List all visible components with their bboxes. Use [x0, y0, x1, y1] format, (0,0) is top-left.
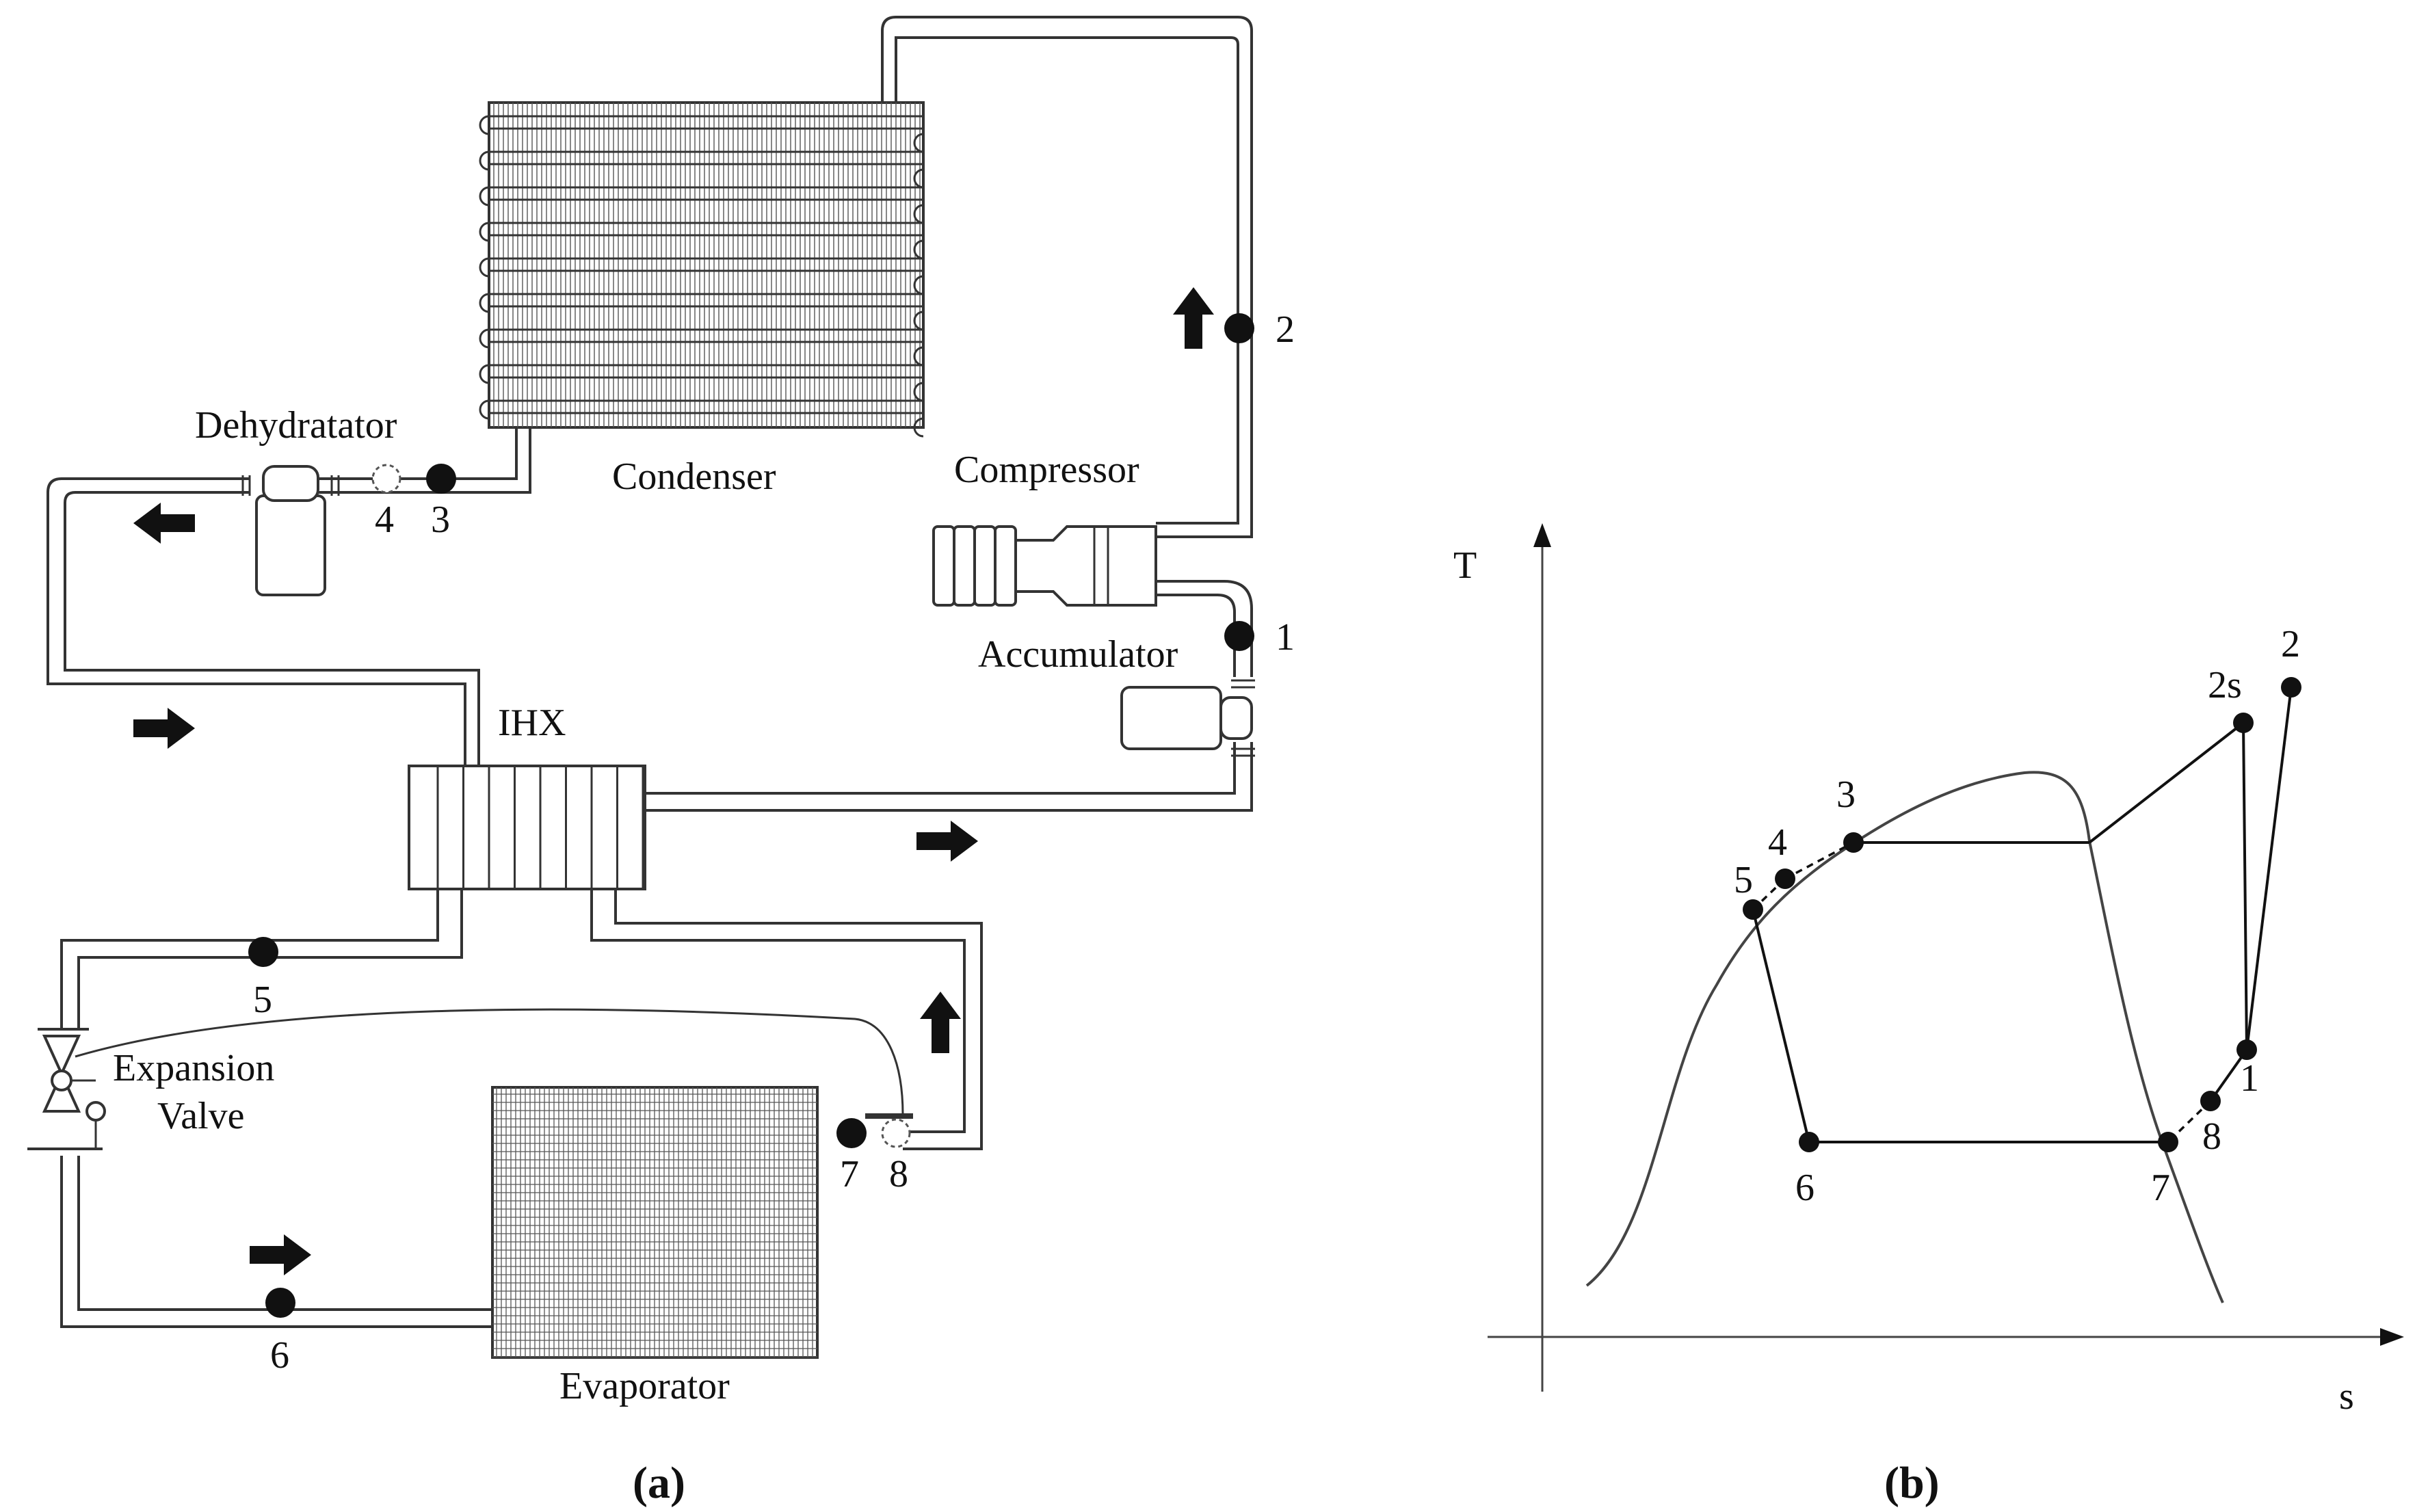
ts-point-2: [2281, 677, 2301, 698]
evaporator-label: Evaporator: [559, 1365, 730, 1407]
ts-label-3: 3: [1836, 773, 1856, 816]
ts-point-8: [2200, 1091, 2221, 1111]
ts-point-6: [1799, 1132, 1819, 1152]
state-point-4: [371, 464, 401, 494]
evaporator: Evaporator: [491, 1086, 819, 1407]
ts-point-4: [1775, 868, 1795, 889]
compressor: Compressor: [932, 449, 1157, 607]
ts-label-6: 6: [1795, 1167, 1814, 1209]
panel-a-circuit: Condenser Dehydratator Compressor: [27, 16, 1295, 1508]
ts-label-2s: 2s: [2208, 664, 2242, 706]
ts-label-8: 8: [2202, 1115, 2221, 1158]
ts-point-1: [2236, 1039, 2257, 1060]
t-axis-label: T: [1453, 544, 1477, 587]
accumulator: Accumulator: [978, 633, 1255, 757]
cycle-lines: [1752, 687, 2293, 1143]
ihx: IHX: [408, 702, 646, 890]
state-label-2: 2: [1276, 308, 1295, 351]
state-label-8: 8: [889, 1153, 908, 1195]
state-points-a: 4 3 2 1 5 6 7 8: [248, 308, 1295, 1377]
flow-arrow-up-icon: [920, 992, 961, 1053]
ts-label-7: 7: [2151, 1167, 2170, 1209]
s-axis-arrow-icon: [2380, 1328, 2404, 1346]
state-point-7: [836, 1118, 867, 1148]
expansion-valve-label-line2: Valve: [157, 1095, 245, 1137]
dehydrator: Dehydratator: [195, 404, 397, 596]
state-point-5: [248, 937, 278, 967]
pipes: [47, 16, 1253, 1328]
ts-label-5: 5: [1734, 859, 1753, 901]
ts-point-3: [1843, 832, 1864, 853]
condenser-label: Condenser: [612, 455, 776, 498]
flow-arrow-right-icon: [250, 1234, 311, 1275]
dehydrator-label: Dehydratator: [195, 404, 397, 447]
state-label-4: 4: [375, 499, 394, 541]
flow-arrow-right-icon: [916, 821, 978, 862]
state-point-8: [881, 1118, 911, 1148]
ts-point-2s: [2233, 713, 2254, 733]
expansion-valve-label-line1: Expansion: [113, 1047, 274, 1089]
state-point-1: [1224, 621, 1254, 651]
ts-label-2: 2: [2281, 623, 2300, 665]
ihx-label: IHX: [498, 702, 566, 744]
flow-arrow-right-icon: [133, 708, 195, 749]
state-label-7: 7: [840, 1153, 859, 1195]
ts-point-7: [2158, 1132, 2178, 1152]
state-point-6: [265, 1288, 295, 1318]
t-axis-arrow-icon: [1533, 523, 1551, 547]
state-label-3: 3: [431, 499, 450, 541]
state-point-3: [426, 464, 456, 494]
accumulator-label: Accumulator: [978, 633, 1178, 676]
s-axis-label: s: [2339, 1375, 2354, 1418]
ts-label-1: 1: [2240, 1057, 2259, 1100]
panel-a-caption: (a): [633, 1458, 685, 1508]
state-label-1: 1: [1276, 616, 1295, 659]
state-points-b: 1 2 2s 3 4 5 6 7 8: [1734, 623, 2301, 1209]
state-point-2: [1224, 313, 1254, 343]
state-label-5: 5: [253, 979, 272, 1021]
panel-b-caption: (b): [1884, 1458, 1940, 1508]
compressor-label: Compressor: [954, 449, 1139, 491]
saturation-dome: [1585, 771, 2224, 1303]
ts-point-5: [1743, 899, 1763, 920]
condenser: Condenser: [479, 101, 925, 498]
state-label-6: 6: [270, 1334, 289, 1377]
flow-arrow-up-icon: [1173, 287, 1214, 349]
ts-label-4: 4: [1768, 821, 1787, 864]
flow-arrow-left-icon: [133, 503, 195, 544]
flow-arrows: [133, 287, 1214, 1275]
panel-b-ts-diagram: T s 1 2: [1453, 523, 2404, 1508]
expansion-valve: Expansion Valve: [27, 1028, 274, 1150]
